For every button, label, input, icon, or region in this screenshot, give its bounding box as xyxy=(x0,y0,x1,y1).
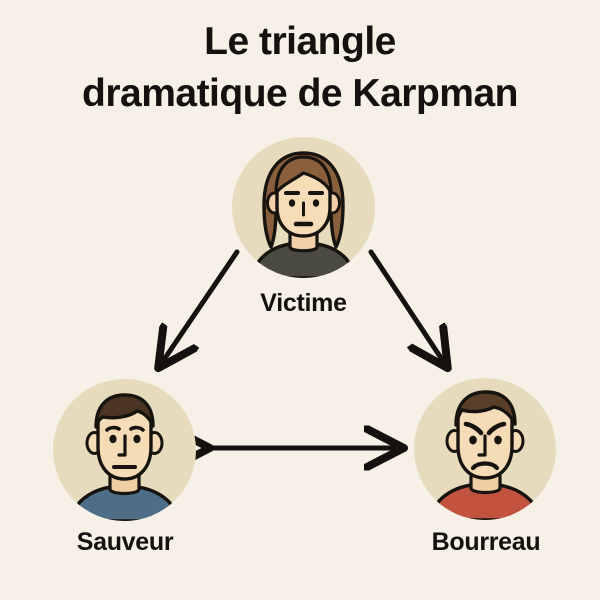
arrow-victime-to-sauveur xyxy=(161,249,240,364)
node-label-victime: Victime xyxy=(260,289,347,317)
avatar-sauveur xyxy=(53,379,196,521)
page-title-line-2: dramatique de Karpman xyxy=(82,72,518,115)
arrow-victime-to-bourreau xyxy=(368,249,445,364)
node-label-bourreau: Bourreau xyxy=(431,528,541,556)
page-title: Le triangle dramatique de Karpman xyxy=(0,16,600,120)
avatar-victime xyxy=(232,137,375,278)
page-title-line-1: Le triangle xyxy=(204,20,396,63)
woman-face-icon xyxy=(250,151,357,278)
man-angry-face-icon xyxy=(427,390,543,520)
man-neutral-face-icon xyxy=(68,393,181,521)
node-label-sauveur: Sauveur xyxy=(76,528,174,556)
avatar-bourreau xyxy=(414,378,556,520)
